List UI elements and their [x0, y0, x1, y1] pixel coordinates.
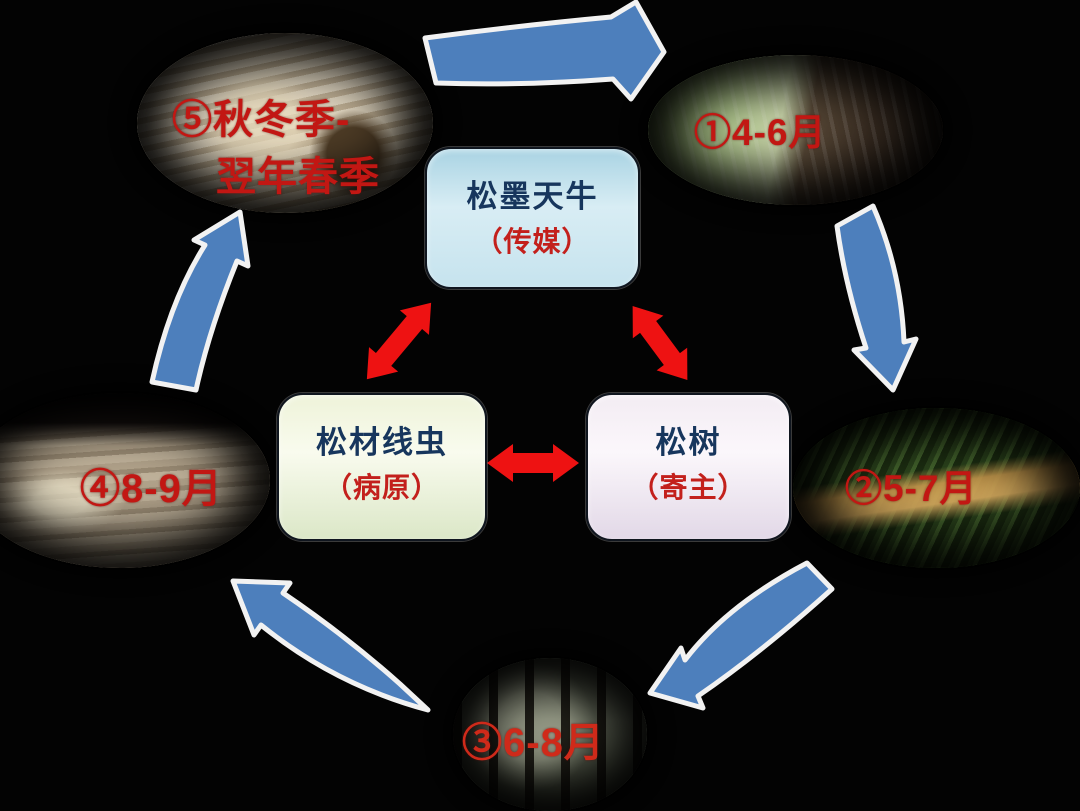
stage-label-4: ④8-9月 [80, 467, 223, 511]
node-title-pathogen: 松材线虫 [316, 425, 448, 460]
stage-label-1: ①4-6月 [694, 112, 827, 153]
stage-label-5: ⑤秋冬季- 翌年春季 [172, 92, 380, 206]
node-pine-sawyer-beetle: 松墨天牛 （传媒） [425, 147, 640, 289]
cycle-arrow-stage2-to-stage3 [647, 560, 835, 711]
cycle-arrow-stage1-to-stage2 [834, 203, 919, 393]
node-pine-tree: 松树 （寄主） [586, 393, 791, 541]
photo-pine-twig-feeding-damage [793, 408, 1080, 568]
relation-arrow-pathogen-host [487, 444, 579, 482]
relation-arrow-vector-pathogen [366, 302, 432, 380]
cycle-arrow-stage3-to-stage4 [230, 578, 431, 713]
photo-beetle-on-pine-bark [648, 55, 943, 205]
node-subtitle-vector: （传媒） [474, 226, 591, 257]
stage-label-2: ②5-7月 [845, 468, 978, 509]
node-subtitle-pathogen: （病原） [323, 472, 440, 503]
cycle-arrow-stage5-to-stage1 [422, 0, 667, 102]
node-title-vector: 松墨天牛 [466, 179, 599, 214]
stage-label-3: ③6-8月 [462, 721, 605, 765]
node-pine-wood-nematode: 松材线虫 （病原） [277, 393, 487, 541]
photo-exit-hole-wood-shavings [137, 33, 433, 213]
node-title-host: 松树 [655, 425, 722, 460]
relation-arrow-vector-host [632, 306, 688, 380]
cycle-arrow-stage4-to-stage5 [149, 209, 251, 393]
photo-pine-forest [453, 658, 647, 811]
stage-label-5-line1: ⑤秋冬季- [172, 98, 351, 142]
stage-label-5-line2: 翌年春季 [216, 155, 380, 199]
photo-larvae-under-bark [0, 393, 270, 568]
node-subtitle-host: （寄主） [630, 472, 747, 503]
